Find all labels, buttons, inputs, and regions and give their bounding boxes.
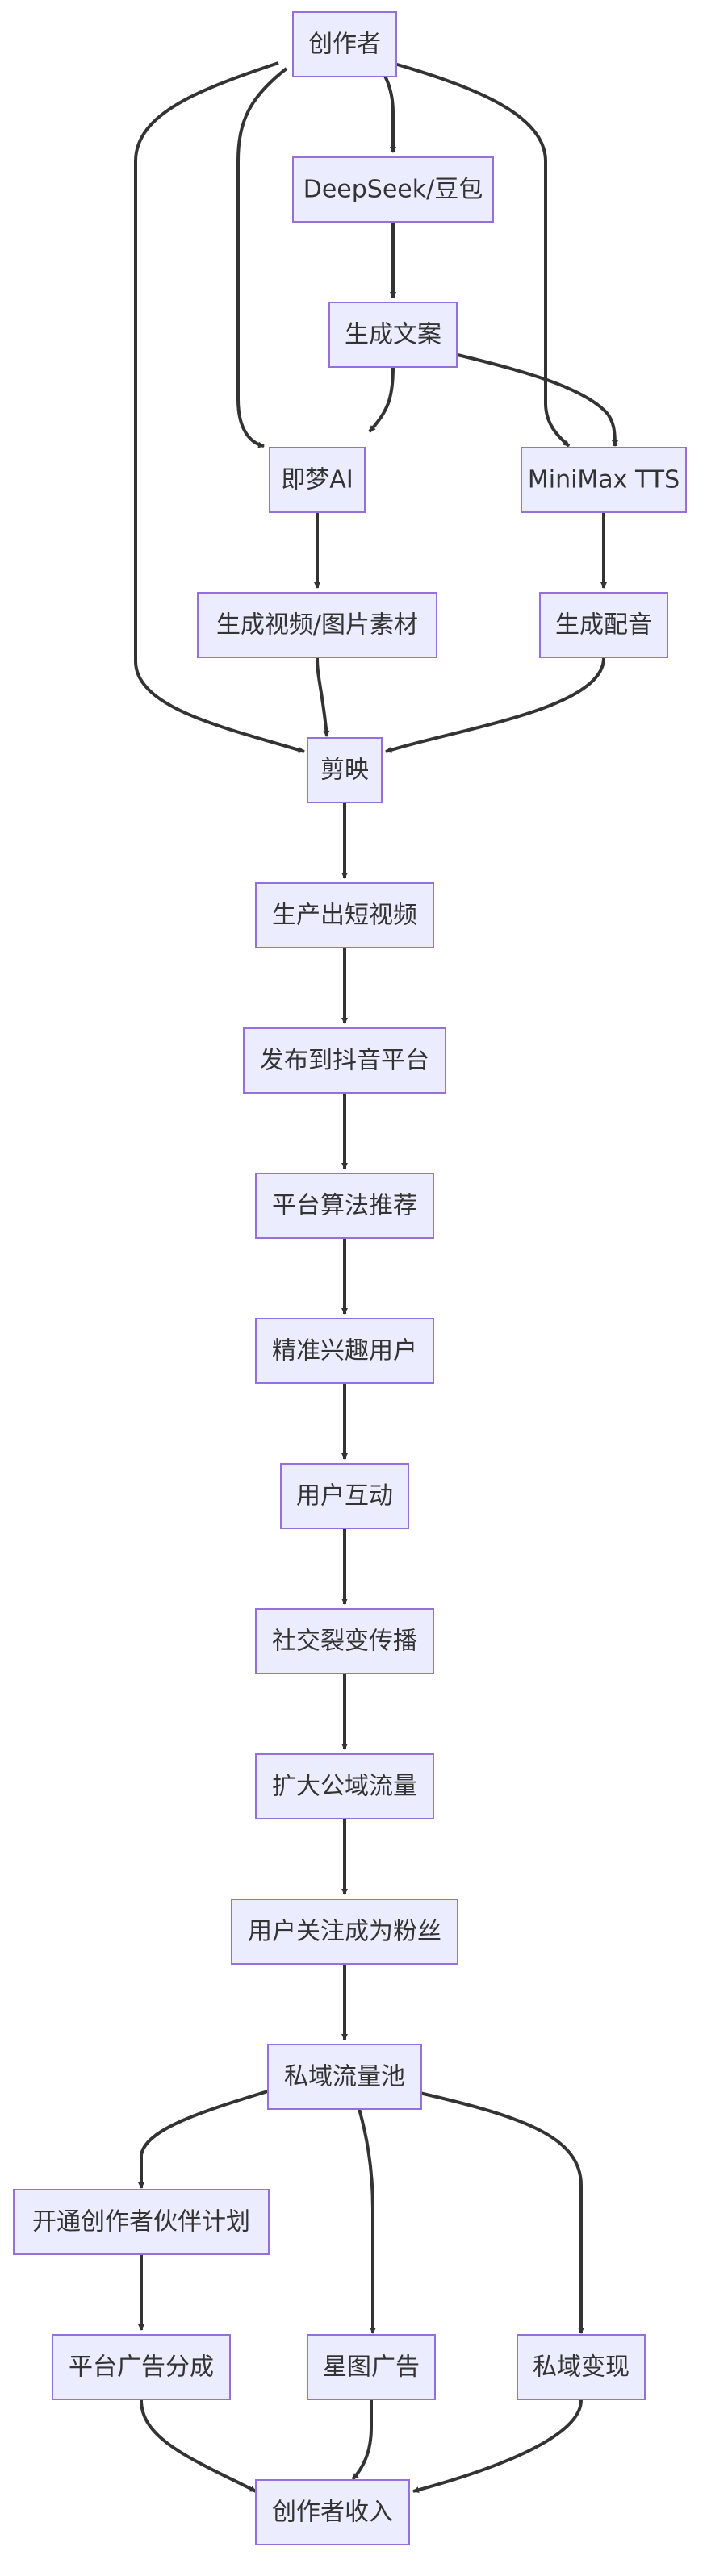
edge-creator-to-minimax bbox=[383, 59, 571, 448]
node-box bbox=[328, 302, 458, 368]
node-income: 创作者收入 bbox=[255, 2479, 410, 2545]
edge-ad_share-to-income bbox=[140, 2399, 257, 2493]
node-label: 创作者收入 bbox=[272, 2499, 393, 2527]
edge-copy-to-minimax bbox=[457, 353, 618, 447]
node-copy: 生成文案 bbox=[328, 302, 458, 368]
node-expand: 扩大公域流量 bbox=[255, 1753, 434, 1819]
node-label: 私域变现 bbox=[533, 2353, 630, 2382]
node-spread: 社交裂变传播 bbox=[255, 1608, 434, 1674]
node-algo: 平台算法推荐 bbox=[255, 1173, 434, 1239]
node-box bbox=[197, 592, 437, 658]
node-short-video: 生产出短视频 bbox=[255, 882, 434, 948]
node-label: 即梦AI bbox=[281, 466, 353, 494]
node-box bbox=[13, 2189, 270, 2255]
node-jimeng: 即梦AI bbox=[269, 447, 366, 513]
node-box bbox=[52, 2334, 231, 2400]
node-box bbox=[255, 882, 434, 948]
edge-pool-to-private bbox=[419, 2091, 584, 2334]
node-pool: 私域流量池 bbox=[267, 2044, 422, 2110]
node-box bbox=[292, 11, 397, 77]
node-follow: 用户关注成为粉丝 bbox=[231, 1899, 458, 1965]
node-box bbox=[255, 1753, 434, 1819]
node-label: 用户关注成为粉丝 bbox=[248, 1918, 441, 1946]
node-box bbox=[255, 1173, 434, 1239]
node-label: 用户互动 bbox=[296, 1482, 393, 1511]
node-publish: 发布到抖音平台 bbox=[243, 1027, 446, 1094]
edge-creator-to-jimeng bbox=[236, 67, 288, 448]
node-label: 发布到抖音平台 bbox=[260, 1047, 429, 1075]
node-label: 社交裂变传播 bbox=[272, 1628, 417, 1656]
node-voice: 生成配音 bbox=[539, 592, 668, 658]
node-deepseek: DeepSeek/豆包 bbox=[292, 156, 494, 223]
node-box bbox=[255, 1608, 434, 1674]
node-precise: 精准兴趣用户 bbox=[255, 1318, 434, 1384]
node-box bbox=[307, 2334, 436, 2400]
edge-copy-to-jimeng bbox=[368, 366, 395, 433]
node-label: 生成视频/图片素材 bbox=[216, 611, 418, 640]
node-partner: 开通创作者伙伴计划 bbox=[13, 2189, 270, 2255]
node-media: 生成视频/图片素材 bbox=[197, 592, 437, 658]
node-label: 开通创作者伙伴计划 bbox=[32, 2208, 250, 2236]
node-box bbox=[521, 447, 687, 513]
node-label: DeepSeek/豆包 bbox=[303, 176, 483, 204]
node-label: 私域流量池 bbox=[284, 2063, 405, 2091]
node-label: 平台广告分成 bbox=[69, 2353, 214, 2382]
node-label: MiniMax TTS bbox=[528, 466, 680, 494]
node-creator: 创作者 bbox=[292, 11, 397, 77]
node-label: 生产出短视频 bbox=[272, 902, 417, 930]
node-box bbox=[255, 2479, 410, 2545]
node-private: 私域变现 bbox=[517, 2334, 646, 2400]
node-label: 创作者 bbox=[308, 31, 381, 59]
edge-xingtu-to-income bbox=[351, 2400, 373, 2481]
node-label: 精准兴趣用户 bbox=[272, 1337, 417, 1365]
node-box bbox=[539, 592, 668, 658]
node-label: 生成文案 bbox=[345, 321, 441, 349]
node-box bbox=[243, 1027, 446, 1094]
edge-media-to-jianying bbox=[316, 657, 330, 737]
node-box bbox=[517, 2334, 646, 2400]
edge-creator-to-jianying bbox=[134, 61, 305, 753]
edge-private-to-income bbox=[412, 2399, 583, 2494]
node-xingtu: 星图广告 bbox=[307, 2334, 436, 2400]
node-ad-share: 平台广告分成 bbox=[52, 2334, 231, 2400]
node-label: 平台算法推荐 bbox=[272, 1192, 417, 1220]
node-jianying: 剪映 bbox=[307, 737, 383, 803]
node-label: 生成配音 bbox=[555, 611, 652, 640]
edge-pool-to-partner bbox=[138, 2089, 271, 2189]
node-box bbox=[231, 1899, 458, 1965]
node-box bbox=[269, 447, 366, 513]
node-box bbox=[267, 2044, 422, 2110]
node-box bbox=[292, 156, 494, 223]
node-minimax: MiniMax TTS bbox=[521, 447, 687, 513]
node-label: 扩大公域流量 bbox=[272, 1773, 417, 1801]
node-interact: 用户互动 bbox=[280, 1463, 409, 1529]
node-box bbox=[255, 1318, 434, 1384]
node-box bbox=[280, 1463, 409, 1529]
node-box bbox=[307, 737, 383, 803]
node-label: 星图广告 bbox=[323, 2353, 420, 2382]
edge-voice-to-jianying bbox=[385, 657, 605, 753]
node-label: 剪映 bbox=[320, 757, 369, 785]
edge-pool-to-xingtu bbox=[358, 2108, 376, 2334]
